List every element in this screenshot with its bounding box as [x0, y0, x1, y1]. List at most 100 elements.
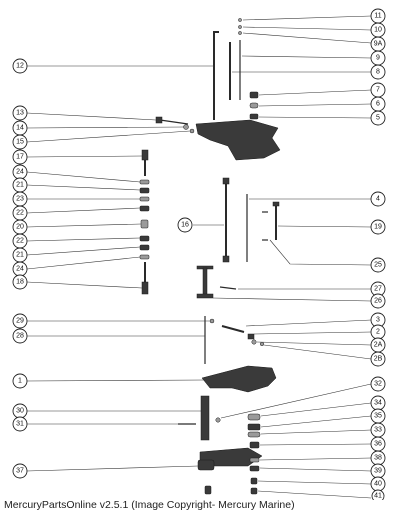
part-23-washer — [139, 196, 150, 202]
callout-23: 23 — [12, 191, 28, 207]
svg-text:6: 6 — [376, 101, 380, 108]
svg-text:35: 35 — [374, 413, 382, 420]
part-20-bushing — [140, 219, 149, 229]
callout-31: 31 — [12, 416, 28, 432]
callout-25: 25 — [370, 257, 386, 273]
svg-text:7: 7 — [376, 87, 380, 94]
svg-text:2A: 2A — [374, 342, 383, 349]
callout-10: 10 — [370, 22, 386, 38]
part-38-washer — [249, 457, 260, 463]
part-41-screw — [204, 485, 212, 495]
svg-text:24: 24 — [16, 169, 24, 176]
callout-29: 29 — [12, 313, 28, 329]
part-13-bolt — [159, 119, 189, 125]
copyright-caption: MercuryPartsOnline v2.5.1 (Image Copyrig… — [4, 499, 295, 511]
callout-36: 36 — [370, 436, 386, 452]
part-35-nut — [247, 423, 261, 431]
svg-text:14: 14 — [16, 125, 24, 132]
svg-text:11: 11 — [374, 13, 381, 20]
part-19-link-end — [272, 201, 280, 207]
callout-30: 30 — [12, 403, 28, 419]
svg-text:3: 3 — [376, 317, 380, 324]
part-36-spacer — [249, 441, 260, 449]
part-15-washer — [189, 128, 195, 134]
part-41-screw-b — [250, 487, 258, 495]
callout-16: 16 — [177, 217, 193, 233]
part-21-nut-bottom — [139, 244, 150, 251]
exploded-parts-diagram: 11 10 9A 9 8 12 7 6 5 13 14 15 17 24 21 … — [12, 8, 386, 500]
part-3-pin — [221, 325, 245, 333]
part-16-rod-top — [222, 177, 230, 185]
callout-22-bottom: 22 — [12, 233, 28, 249]
svg-text:23: 23 — [16, 196, 24, 203]
parts-illustration — [139, 18, 281, 495]
lower-shift-lever — [201, 365, 277, 393]
svg-text:40: 40 — [374, 481, 382, 488]
part-34-spring — [247, 413, 261, 421]
callout-38: 38 — [370, 450, 386, 466]
callout-34: 34 — [370, 395, 386, 411]
callout-12: 12 — [12, 58, 28, 74]
callout-6: 6 — [370, 96, 386, 112]
svg-text:30: 30 — [16, 408, 24, 415]
part-18-shaft-end — [141, 281, 149, 295]
callout-19: 19 — [370, 219, 386, 235]
svg-text:5: 5 — [376, 115, 380, 122]
part-17-shaft-top — [141, 149, 149, 161]
callout-35: 35 — [370, 408, 386, 424]
svg-text:34: 34 — [374, 400, 382, 407]
callout-18: 18 — [12, 274, 28, 290]
callout-21-top: 21 — [12, 177, 28, 193]
svg-text:16: 16 — [181, 222, 189, 229]
callout-11: 11 — [370, 8, 386, 24]
svg-text:24: 24 — [16, 266, 24, 273]
callout-8: 8 — [370, 64, 386, 80]
svg-text:15: 15 — [16, 139, 24, 146]
callout-2a: 2A — [370, 337, 386, 353]
svg-text:1: 1 — [18, 378, 22, 385]
callout-9a: 9A — [370, 36, 386, 52]
part-10-washer — [238, 25, 242, 29]
svg-text:28: 28 — [16, 333, 24, 340]
callout-41: 41 — [371, 489, 385, 500]
svg-text:4: 4 — [376, 196, 380, 203]
part-24-spacer-top — [139, 179, 150, 185]
svg-text:17: 17 — [16, 154, 24, 161]
svg-text:12: 12 — [16, 63, 24, 70]
svg-text:38: 38 — [374, 455, 382, 462]
svg-text:36: 36 — [374, 441, 382, 448]
callout-5: 5 — [370, 110, 386, 126]
part-26-spool-shaft — [202, 267, 208, 297]
part-13-bolt-head — [155, 116, 163, 124]
svg-text:20: 20 — [16, 224, 24, 231]
callout-15: 15 — [12, 134, 28, 150]
svg-text:27: 27 — [374, 286, 382, 293]
svg-text:32: 32 — [374, 381, 382, 388]
part-9a-washer — [238, 31, 242, 35]
svg-text:41: 41 — [374, 493, 382, 500]
part-12-shift-rod — [213, 31, 219, 120]
part-2-nut — [247, 333, 255, 340]
callout-37: 37 — [12, 463, 28, 479]
part-22-nut-top — [139, 205, 150, 212]
callout-32: 32 — [370, 376, 386, 392]
callout-22-top: 22 — [12, 205, 28, 221]
callout-33: 33 — [370, 422, 386, 438]
callout-2: 2 — [370, 324, 386, 340]
callout-26: 26 — [370, 293, 386, 309]
callout-21-bottom: 21 — [12, 247, 28, 263]
callout-14: 14 — [12, 120, 28, 136]
part-22-nut-bottom — [139, 235, 150, 242]
part-24-spacer-bottom — [139, 254, 150, 260]
svg-text:21: 21 — [16, 252, 24, 259]
part-7-nut — [249, 91, 259, 99]
callout-1: 1 — [12, 373, 28, 389]
part-39-nut — [249, 465, 260, 472]
part-40-bolt — [250, 477, 258, 485]
callout-39: 39 — [370, 463, 386, 479]
part-27-clip — [219, 286, 237, 290]
svg-text:9: 9 — [376, 55, 380, 62]
callout-4: 4 — [370, 191, 386, 207]
svg-text:8: 8 — [376, 69, 380, 76]
part-21-nut-top — [139, 187, 150, 194]
